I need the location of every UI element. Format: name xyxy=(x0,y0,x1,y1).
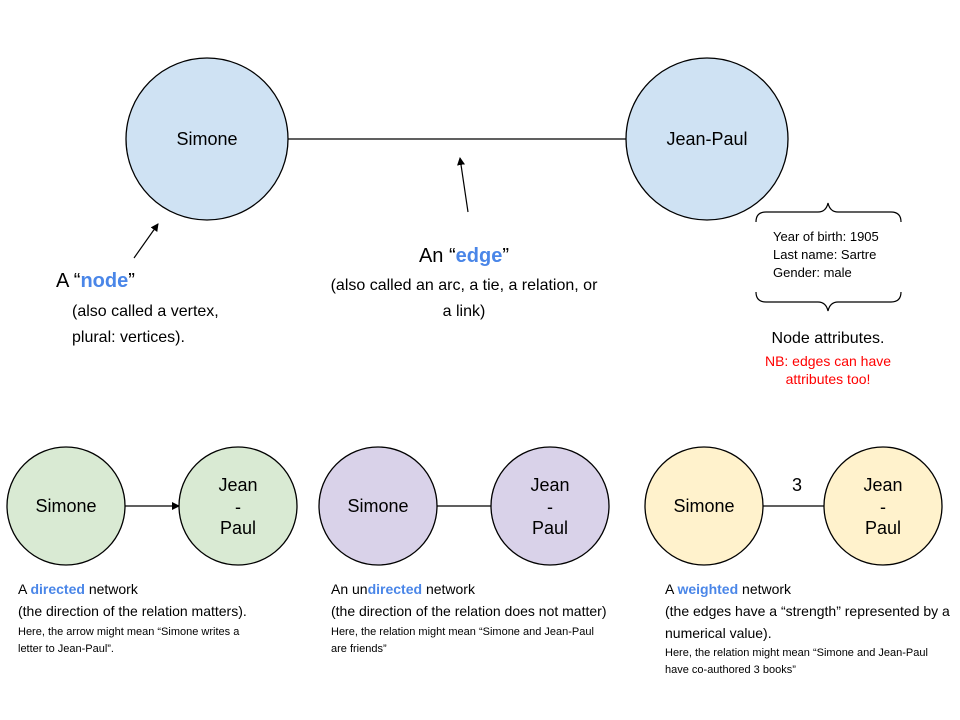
top-node-jean-paul-label: Jean-Paul xyxy=(666,128,748,149)
weighted-node-jean-paul xyxy=(823,446,943,566)
weighted-desc-line-1: (the edges have a “strength” represented… xyxy=(665,603,950,619)
edge-caption-suffix: ” xyxy=(502,245,510,267)
edge-caption: An “edge” xyxy=(314,245,614,268)
undirected-example-line-2: are friends” xyxy=(331,643,387,655)
undirected-caption: An undirected network xyxy=(331,581,475,597)
directed-example-line-1: Here, the arrow might mean “Simone write… xyxy=(18,626,240,638)
directed-node-simone xyxy=(6,446,126,566)
attributes-note-line-1: NB: edges can have xyxy=(764,353,892,369)
weighted-paul-label: Paul xyxy=(864,517,902,538)
undirected-desc-line: (the direction of the relation does not … xyxy=(331,603,607,619)
weighted-caption-keyword: weighted xyxy=(677,581,739,597)
node-caption-keyword: node xyxy=(80,270,129,292)
undirected-caption-keyword: directed xyxy=(367,581,423,597)
undirected-paul-label: Paul xyxy=(531,517,569,538)
top-node-jean-paul xyxy=(625,57,789,221)
directed-simone-label: Simone xyxy=(35,495,97,516)
directed-desc-line: (the direction of the relation matters). xyxy=(18,603,247,619)
node-desc-line-1: (also called a vertex, xyxy=(72,303,219,320)
directed-caption-pre: A xyxy=(18,581,31,597)
edge-pointer-arrow xyxy=(457,157,469,213)
weighted-dash-label: - xyxy=(880,496,886,517)
weighted-example-line-2: have co-authored 3 books” xyxy=(665,664,796,676)
directed-paul-label: Paul xyxy=(219,517,257,538)
directed-example-line-2: letter to Jean-Paul”. xyxy=(18,643,114,655)
weighted-caption-pre: A xyxy=(665,581,678,597)
edge-desc-line-1: (also called an arc, a tie, a relation, … xyxy=(330,277,598,294)
top-node-simone xyxy=(125,57,289,221)
node-pointer-arrow xyxy=(133,223,159,259)
node-caption: A “node” xyxy=(56,270,135,293)
directed-node-jean-paul xyxy=(178,446,298,566)
weighted-example-line-1: Here, the relation might mean “Simone an… xyxy=(665,647,928,659)
undirected-example-line-1: Here, the relation might mean “Simone an… xyxy=(331,626,594,638)
directed-caption: A directed network xyxy=(18,581,138,597)
attributes-note-line-2: attributes too! xyxy=(785,371,871,387)
node-caption-suffix: ” xyxy=(128,270,135,292)
undirected-caption-pre: An un xyxy=(331,581,368,597)
undirected-dash-label: - xyxy=(547,496,553,517)
undirected-node-simone xyxy=(318,446,438,566)
attributes-title: Node attributes. xyxy=(771,330,885,347)
weighted-simone-label: Simone xyxy=(673,495,735,516)
edge-desc-line-2: a link) xyxy=(442,303,486,320)
weighted-caption: A weighted network xyxy=(665,581,791,597)
attribute-gender: Gender: male xyxy=(773,265,852,280)
top-node-simone-label: Simone xyxy=(176,128,238,149)
attribute-year-of-birth: Year of birth: 1905 xyxy=(773,229,879,244)
directed-caption-post: network xyxy=(84,581,138,597)
undirected-simone-label: Simone xyxy=(347,495,409,516)
weighted-desc-line-2: numerical value). xyxy=(665,625,772,641)
undirected-node-jean-paul xyxy=(490,446,610,566)
weighted-jean-label: Jean xyxy=(863,474,903,495)
undirected-jean-label: Jean xyxy=(530,474,570,495)
weighted-caption-post: network xyxy=(738,581,792,597)
undirected-caption-post: network xyxy=(422,581,475,597)
node-caption-prefix: A “ xyxy=(56,270,81,292)
weighted-edge-weight: 3 xyxy=(791,474,802,495)
node-desc-line-2: plural: vertices). xyxy=(72,329,185,346)
edge-caption-prefix: An “ xyxy=(418,245,456,267)
directed-dash-label: - xyxy=(235,496,241,517)
attributes-brace-bottom xyxy=(755,291,902,312)
directed-jean-label: Jean xyxy=(218,474,258,495)
attributes-brace-top xyxy=(755,202,902,223)
directed-caption-keyword: directed xyxy=(30,581,85,597)
weighted-node-simone xyxy=(644,446,764,566)
attribute-last-name: Last name: Sartre xyxy=(773,247,877,262)
edge-caption-keyword: edge xyxy=(455,245,503,267)
